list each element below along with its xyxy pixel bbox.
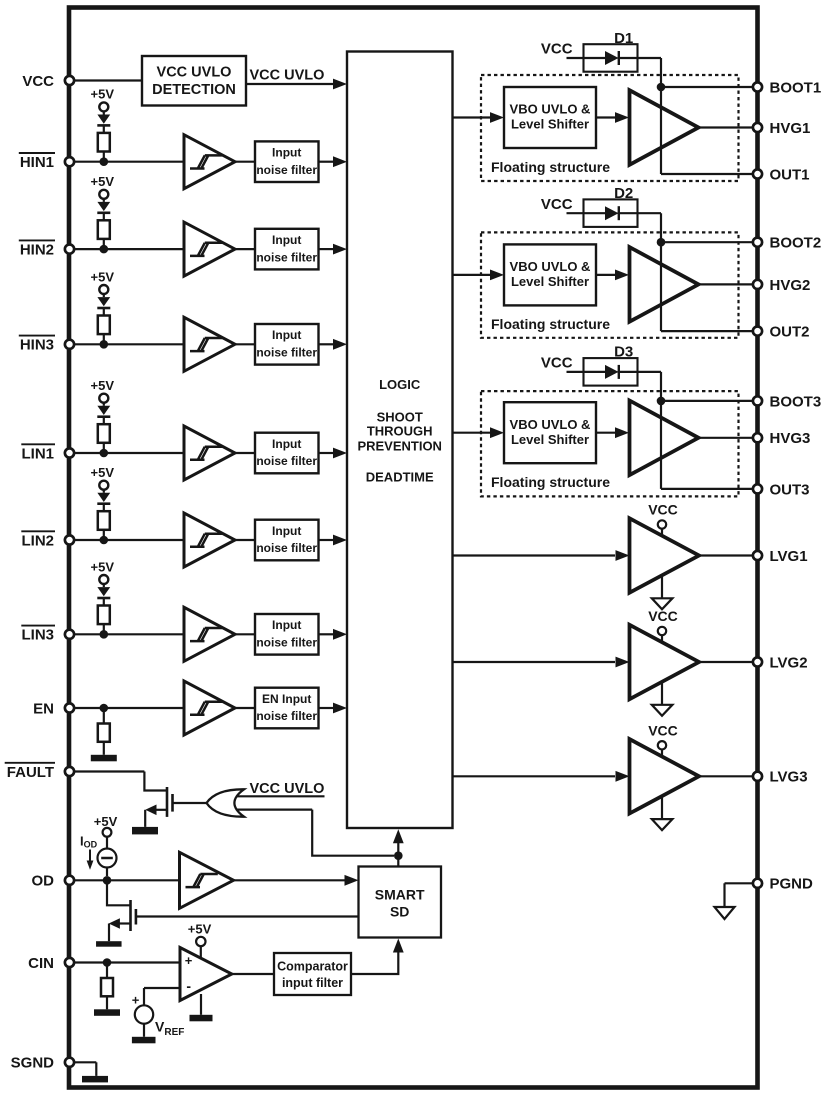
svg-text:HIN1: HIN1 xyxy=(20,154,54,171)
svg-text:HVG3: HVG3 xyxy=(770,430,811,447)
svg-text:VCC: VCC xyxy=(648,502,678,518)
svg-text:VBO UVLO &: VBO UVLO & xyxy=(510,417,591,432)
svg-text:Floating structure: Floating structure xyxy=(491,474,610,490)
svg-text:HVG1: HVG1 xyxy=(770,120,811,137)
svg-text:EN Input: EN Input xyxy=(262,692,311,706)
svg-text:HIN2: HIN2 xyxy=(20,242,54,259)
svg-text:D1: D1 xyxy=(614,30,633,47)
svg-text:THROUGH: THROUGH xyxy=(367,423,433,438)
svg-text:+5V: +5V xyxy=(91,269,115,284)
svg-text:Floating structure: Floating structure xyxy=(491,159,610,175)
svg-text:BOOT2: BOOT2 xyxy=(770,235,822,252)
svg-text:OUT2: OUT2 xyxy=(770,324,810,341)
svg-text:VCC: VCC xyxy=(648,608,678,624)
svg-text:LOGIC: LOGIC xyxy=(379,377,421,392)
svg-text:+: + xyxy=(132,992,140,1007)
svg-text:noise filter: noise filter xyxy=(256,636,317,650)
svg-text:Comparator: Comparator xyxy=(277,960,348,974)
svg-text:Input: Input xyxy=(272,233,301,247)
svg-text:BOOT1: BOOT1 xyxy=(770,79,822,96)
svg-text:input filter: input filter xyxy=(282,976,343,990)
svg-text:+5V: +5V xyxy=(91,559,115,574)
svg-text:PGND: PGND xyxy=(770,876,814,893)
svg-text:noise filter: noise filter xyxy=(256,541,317,555)
svg-text:DEADTIME: DEADTIME xyxy=(366,470,434,485)
svg-text:VBO UVLO &: VBO UVLO & xyxy=(510,102,591,117)
svg-text:noise filter: noise filter xyxy=(256,709,317,723)
svg-text:OUT1: OUT1 xyxy=(770,166,810,183)
svg-text:VBO UVLO &: VBO UVLO & xyxy=(510,259,591,274)
svg-text:Input: Input xyxy=(272,618,301,632)
svg-text:DETECTION: DETECTION xyxy=(152,82,236,98)
svg-text:+: + xyxy=(185,953,193,968)
svg-text:SHOOT: SHOOT xyxy=(377,410,423,425)
svg-text:+5V: +5V xyxy=(91,174,115,189)
svg-text:SD: SD xyxy=(390,904,409,920)
svg-text:Level Shifter: Level Shifter xyxy=(511,274,589,289)
svg-text:CIN: CIN xyxy=(28,955,54,972)
svg-text:VCC: VCC xyxy=(541,41,573,58)
svg-text:HVG2: HVG2 xyxy=(770,277,811,294)
svg-text:Level Shifter: Level Shifter xyxy=(511,432,589,447)
svg-text:OUT3: OUT3 xyxy=(770,481,810,498)
svg-text:D3: D3 xyxy=(614,344,633,361)
svg-text:Input: Input xyxy=(272,437,301,451)
svg-text:Level Shifter: Level Shifter xyxy=(511,117,589,132)
svg-text:VCC UVLO: VCC UVLO xyxy=(250,781,325,797)
svg-text:LVG1: LVG1 xyxy=(770,548,808,565)
svg-text:Input: Input xyxy=(272,146,301,160)
svg-text:LIN2: LIN2 xyxy=(21,532,54,549)
svg-text:VCC: VCC xyxy=(541,355,573,372)
svg-text:VCC: VCC xyxy=(22,73,54,90)
svg-text:noise filter: noise filter xyxy=(256,346,317,360)
svg-text:+5V: +5V xyxy=(188,922,212,937)
svg-text:Floating structure: Floating structure xyxy=(491,316,610,332)
svg-text:+5V: +5V xyxy=(91,465,115,480)
svg-text:+5V: +5V xyxy=(91,378,115,393)
svg-text:VCC UVLO: VCC UVLO xyxy=(250,68,325,84)
svg-text:HIN3: HIN3 xyxy=(20,337,54,354)
svg-text:BOOT3: BOOT3 xyxy=(770,393,822,410)
svg-text:+5V: +5V xyxy=(91,87,115,102)
svg-text:D2: D2 xyxy=(614,185,633,202)
svg-text:noise filter: noise filter xyxy=(256,163,317,177)
svg-text:PREVENTION: PREVENTION xyxy=(357,438,442,453)
svg-text:noise filter: noise filter xyxy=(256,250,317,264)
svg-text:LVG3: LVG3 xyxy=(770,769,808,786)
svg-text:VCC: VCC xyxy=(648,722,678,738)
svg-text:LVG2: LVG2 xyxy=(770,654,808,671)
svg-text:Input: Input xyxy=(272,524,301,538)
svg-text:VCC: VCC xyxy=(541,196,573,213)
svg-text:-: - xyxy=(186,978,191,994)
svg-text:SGND: SGND xyxy=(11,1055,55,1072)
svg-text:Input: Input xyxy=(272,328,301,342)
svg-text:LIN3: LIN3 xyxy=(21,627,54,644)
svg-text:OD: OD xyxy=(32,873,55,890)
svg-text:+5V: +5V xyxy=(94,814,118,829)
svg-text:FAULT: FAULT xyxy=(7,764,54,781)
svg-text:SMART: SMART xyxy=(375,887,425,903)
svg-text:LIN1: LIN1 xyxy=(21,445,54,462)
svg-text:noise filter: noise filter xyxy=(256,454,317,468)
svg-text:VCC UVLO: VCC UVLO xyxy=(157,64,232,80)
svg-text:EN: EN xyxy=(33,700,54,717)
